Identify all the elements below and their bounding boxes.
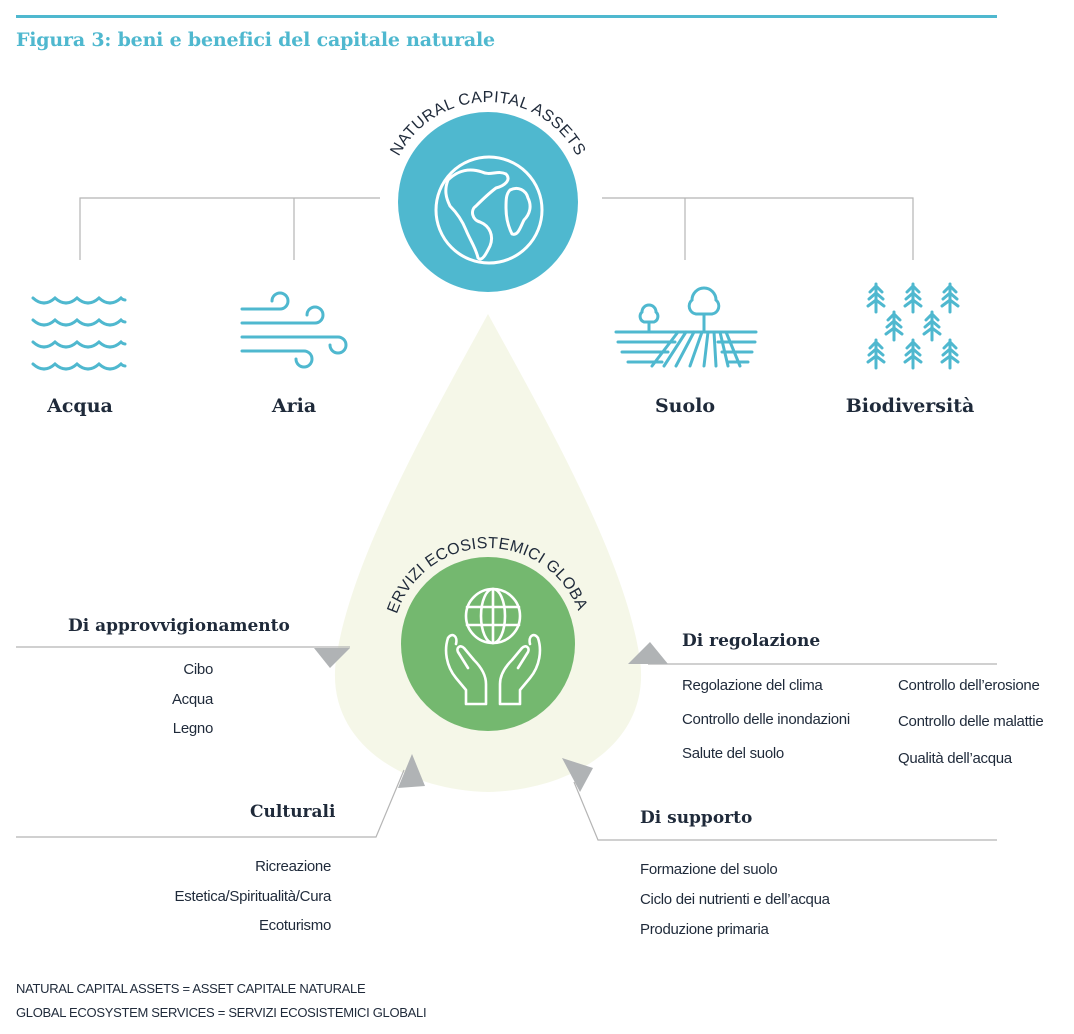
asset-label-aria: Aria xyxy=(271,395,317,417)
asset-connectors xyxy=(79,197,914,260)
regulating-item: Qualità dell’acqua xyxy=(898,750,1012,767)
asset-label-biodiversita: Biodiversità xyxy=(845,395,975,417)
provisioning-item: Acqua xyxy=(171,691,213,708)
tree-icon xyxy=(922,310,942,342)
connector-acqua xyxy=(79,197,380,260)
asset-label-acqua: Acqua xyxy=(47,395,113,417)
regulating-title: Di regolazione xyxy=(682,631,821,651)
tree-icon xyxy=(884,310,904,342)
legend-line: NATURAL CAPITAL ASSETS = ASSET CAPITALE … xyxy=(16,981,366,996)
natural-capital-circle xyxy=(398,112,578,292)
tree-icon xyxy=(903,282,923,314)
globe-icon xyxy=(434,155,544,265)
top-rule xyxy=(16,15,997,18)
regulating-item: Controllo delle inondazioni xyxy=(682,711,850,728)
provisioning-item: Cibo xyxy=(183,661,213,678)
figure-title: Figura 3: beni e benefici del capitale n… xyxy=(16,29,495,51)
provisioning-arrow-icon xyxy=(314,648,350,668)
category-arrows xyxy=(314,642,668,792)
asset-label-suolo: Suolo xyxy=(654,395,716,417)
regulating-item: Salute del suolo xyxy=(682,745,784,762)
category-connectors xyxy=(16,646,997,841)
tree-icon xyxy=(940,338,960,370)
supporting-arrow-icon xyxy=(562,758,593,792)
tree-icon xyxy=(866,338,886,370)
regulating-arrow-icon xyxy=(628,642,668,664)
tree-icon xyxy=(940,282,960,314)
field-trees-icon xyxy=(614,286,758,368)
cultural-item: Estetica/Spiritualità/Cura xyxy=(174,888,332,905)
regulating-item: Regolazione del clima xyxy=(682,677,823,694)
legend-line: GLOBAL ECOSYSTEM SERVICES = SERVIZI ECOS… xyxy=(16,1005,427,1020)
ecosystem-services-circle xyxy=(401,557,575,731)
forest-icon xyxy=(866,282,960,370)
cultural-item: Ecoturismo xyxy=(258,917,331,934)
cultural-title: Culturali xyxy=(250,802,336,822)
supporting-line xyxy=(573,781,997,841)
provisioning-item: Legno xyxy=(172,720,214,737)
regulating-item: Controllo delle malattie xyxy=(898,713,1044,730)
connector-biodiversita xyxy=(602,197,914,260)
supporting-title: Di supporto xyxy=(640,808,753,828)
tree-icon xyxy=(903,338,923,370)
cultural-line xyxy=(16,769,405,838)
provisioning-title: Di approvvigionamento xyxy=(68,616,290,636)
wind-icon xyxy=(240,291,348,369)
supporting-item: Ciclo dei nutrienti e dell’acqua xyxy=(640,891,830,908)
regulating-item: Controllo dell’erosione xyxy=(898,677,1040,694)
waves-icon xyxy=(31,295,127,371)
hands-globe-icon xyxy=(444,587,542,706)
supporting-item: Formazione del suolo xyxy=(640,861,778,878)
cultural-arrow-icon xyxy=(398,754,425,788)
tree-icon xyxy=(866,282,886,314)
supporting-item: Produzione primaria xyxy=(640,921,769,938)
cultural-item: Ricreazione xyxy=(255,858,331,875)
